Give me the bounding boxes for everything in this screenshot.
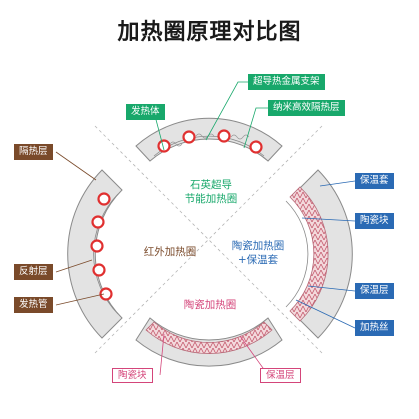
section-infrared-heater: 红外加热圈 <box>143 246 197 258</box>
label-ceramic-block-bottom: 陶瓷块 <box>112 368 153 383</box>
label-heating-body: 发热体 <box>126 104 165 120</box>
section-ceramic-ins-line2: +保温套 <box>237 254 279 266</box>
label-superconduct-bracket: 超导热金属支架 <box>248 74 325 90</box>
label-heating-wire: 加热丝 <box>355 320 394 336</box>
top-heater-circles <box>157 129 263 154</box>
label-reflect-layer: 反射层 <box>14 264 53 280</box>
left-heater-circles <box>90 192 113 301</box>
page-title: 加热圈原理对比图 <box>117 20 302 45</box>
section-ceramic-ins-line1: 陶瓷加热圈 <box>231 240 285 252</box>
section-quartz-line2: 节能加热圈 <box>184 193 238 205</box>
label-insulation-layer-bottom: 保温层 <box>260 368 301 383</box>
label-insulation-layer-left: 隔热层 <box>14 144 53 160</box>
bottom-segment <box>135 317 283 367</box>
label-nano-insulation: 纳米高效隔热层 <box>268 100 345 116</box>
section-ceramic-heater: 陶瓷加热圈 <box>183 299 237 311</box>
label-heating-tube: 发热管 <box>14 297 53 313</box>
section-ceramic-insulated-heater: 陶瓷加热圈 +保温套 <box>222 239 294 267</box>
right-segment <box>285 169 353 339</box>
section-quartz-heater: 石英超导 节能加热圈 <box>176 178 246 206</box>
top-segment <box>135 117 283 162</box>
label-insulation-cover: 保温套 <box>355 173 394 189</box>
section-quartz-line1: 石英超导 <box>190 179 232 191</box>
label-ceramic-block-right: 陶瓷块 <box>355 213 394 229</box>
label-insulation-layer-right: 保温层 <box>355 283 394 299</box>
left-segment <box>67 169 123 339</box>
